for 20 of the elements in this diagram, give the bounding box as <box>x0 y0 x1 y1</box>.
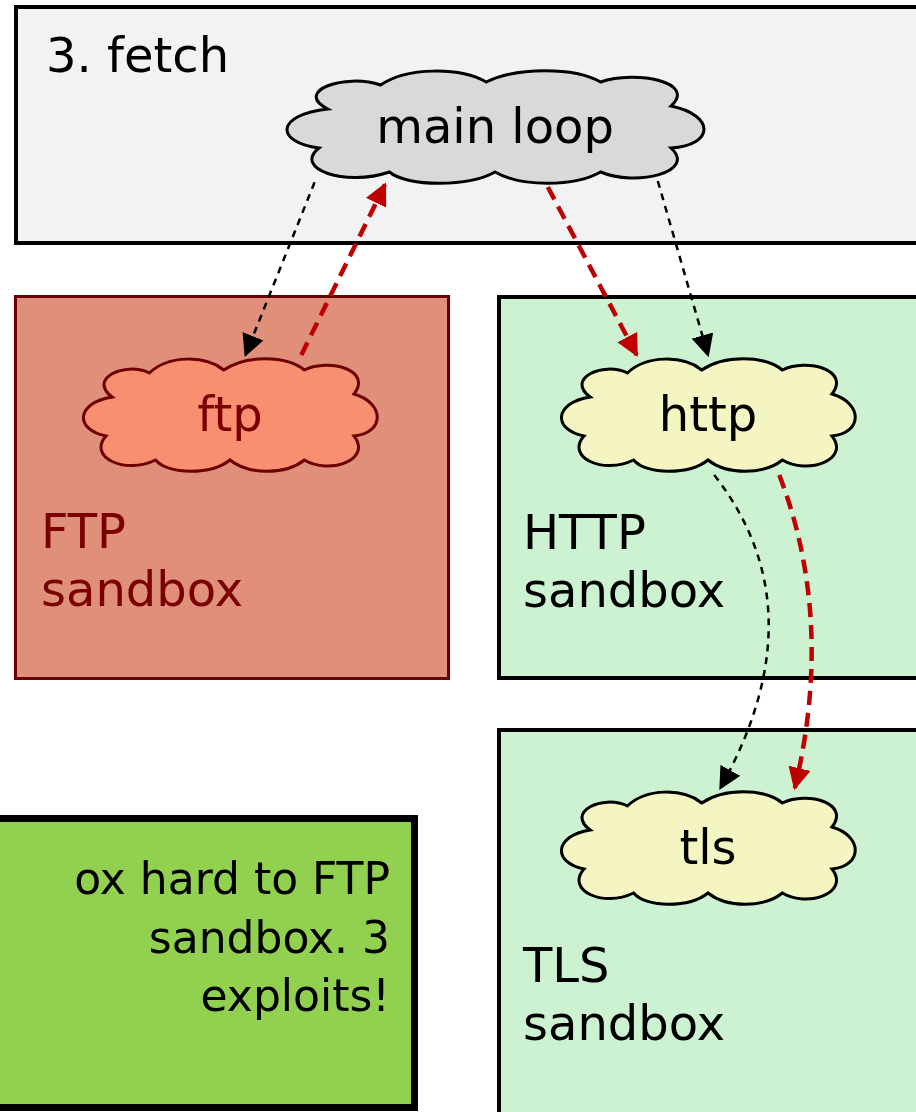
box-label: HTTP sandbox <box>523 504 727 620</box>
dashed-arrow <box>545 185 639 357</box>
box-label: FTP sandbox <box>41 503 245 619</box>
dashed-arrow <box>299 182 387 356</box>
note-text: ox hard to FTP sandbox. 3 exploits! <box>73 852 390 1024</box>
process-label: main loop <box>375 98 615 156</box>
note-box <box>0 815 418 1111</box>
dashed-arrow <box>713 474 770 790</box>
sandbox-box <box>14 295 450 680</box>
box-label: 3. fetch <box>46 27 231 85</box>
sandbox-box <box>497 728 916 1112</box>
process-label: ftp <box>196 386 264 444</box>
dashed-arrow <box>242 181 316 358</box>
process-label: http <box>657 386 759 444</box>
stage-box <box>14 5 916 245</box>
process-label: tls <box>678 819 738 877</box>
sandbox-box <box>497 295 916 680</box>
box-label: TLS sandbox <box>523 937 727 1053</box>
dashed-arrow <box>777 474 814 791</box>
dashed-arrow <box>656 180 714 358</box>
